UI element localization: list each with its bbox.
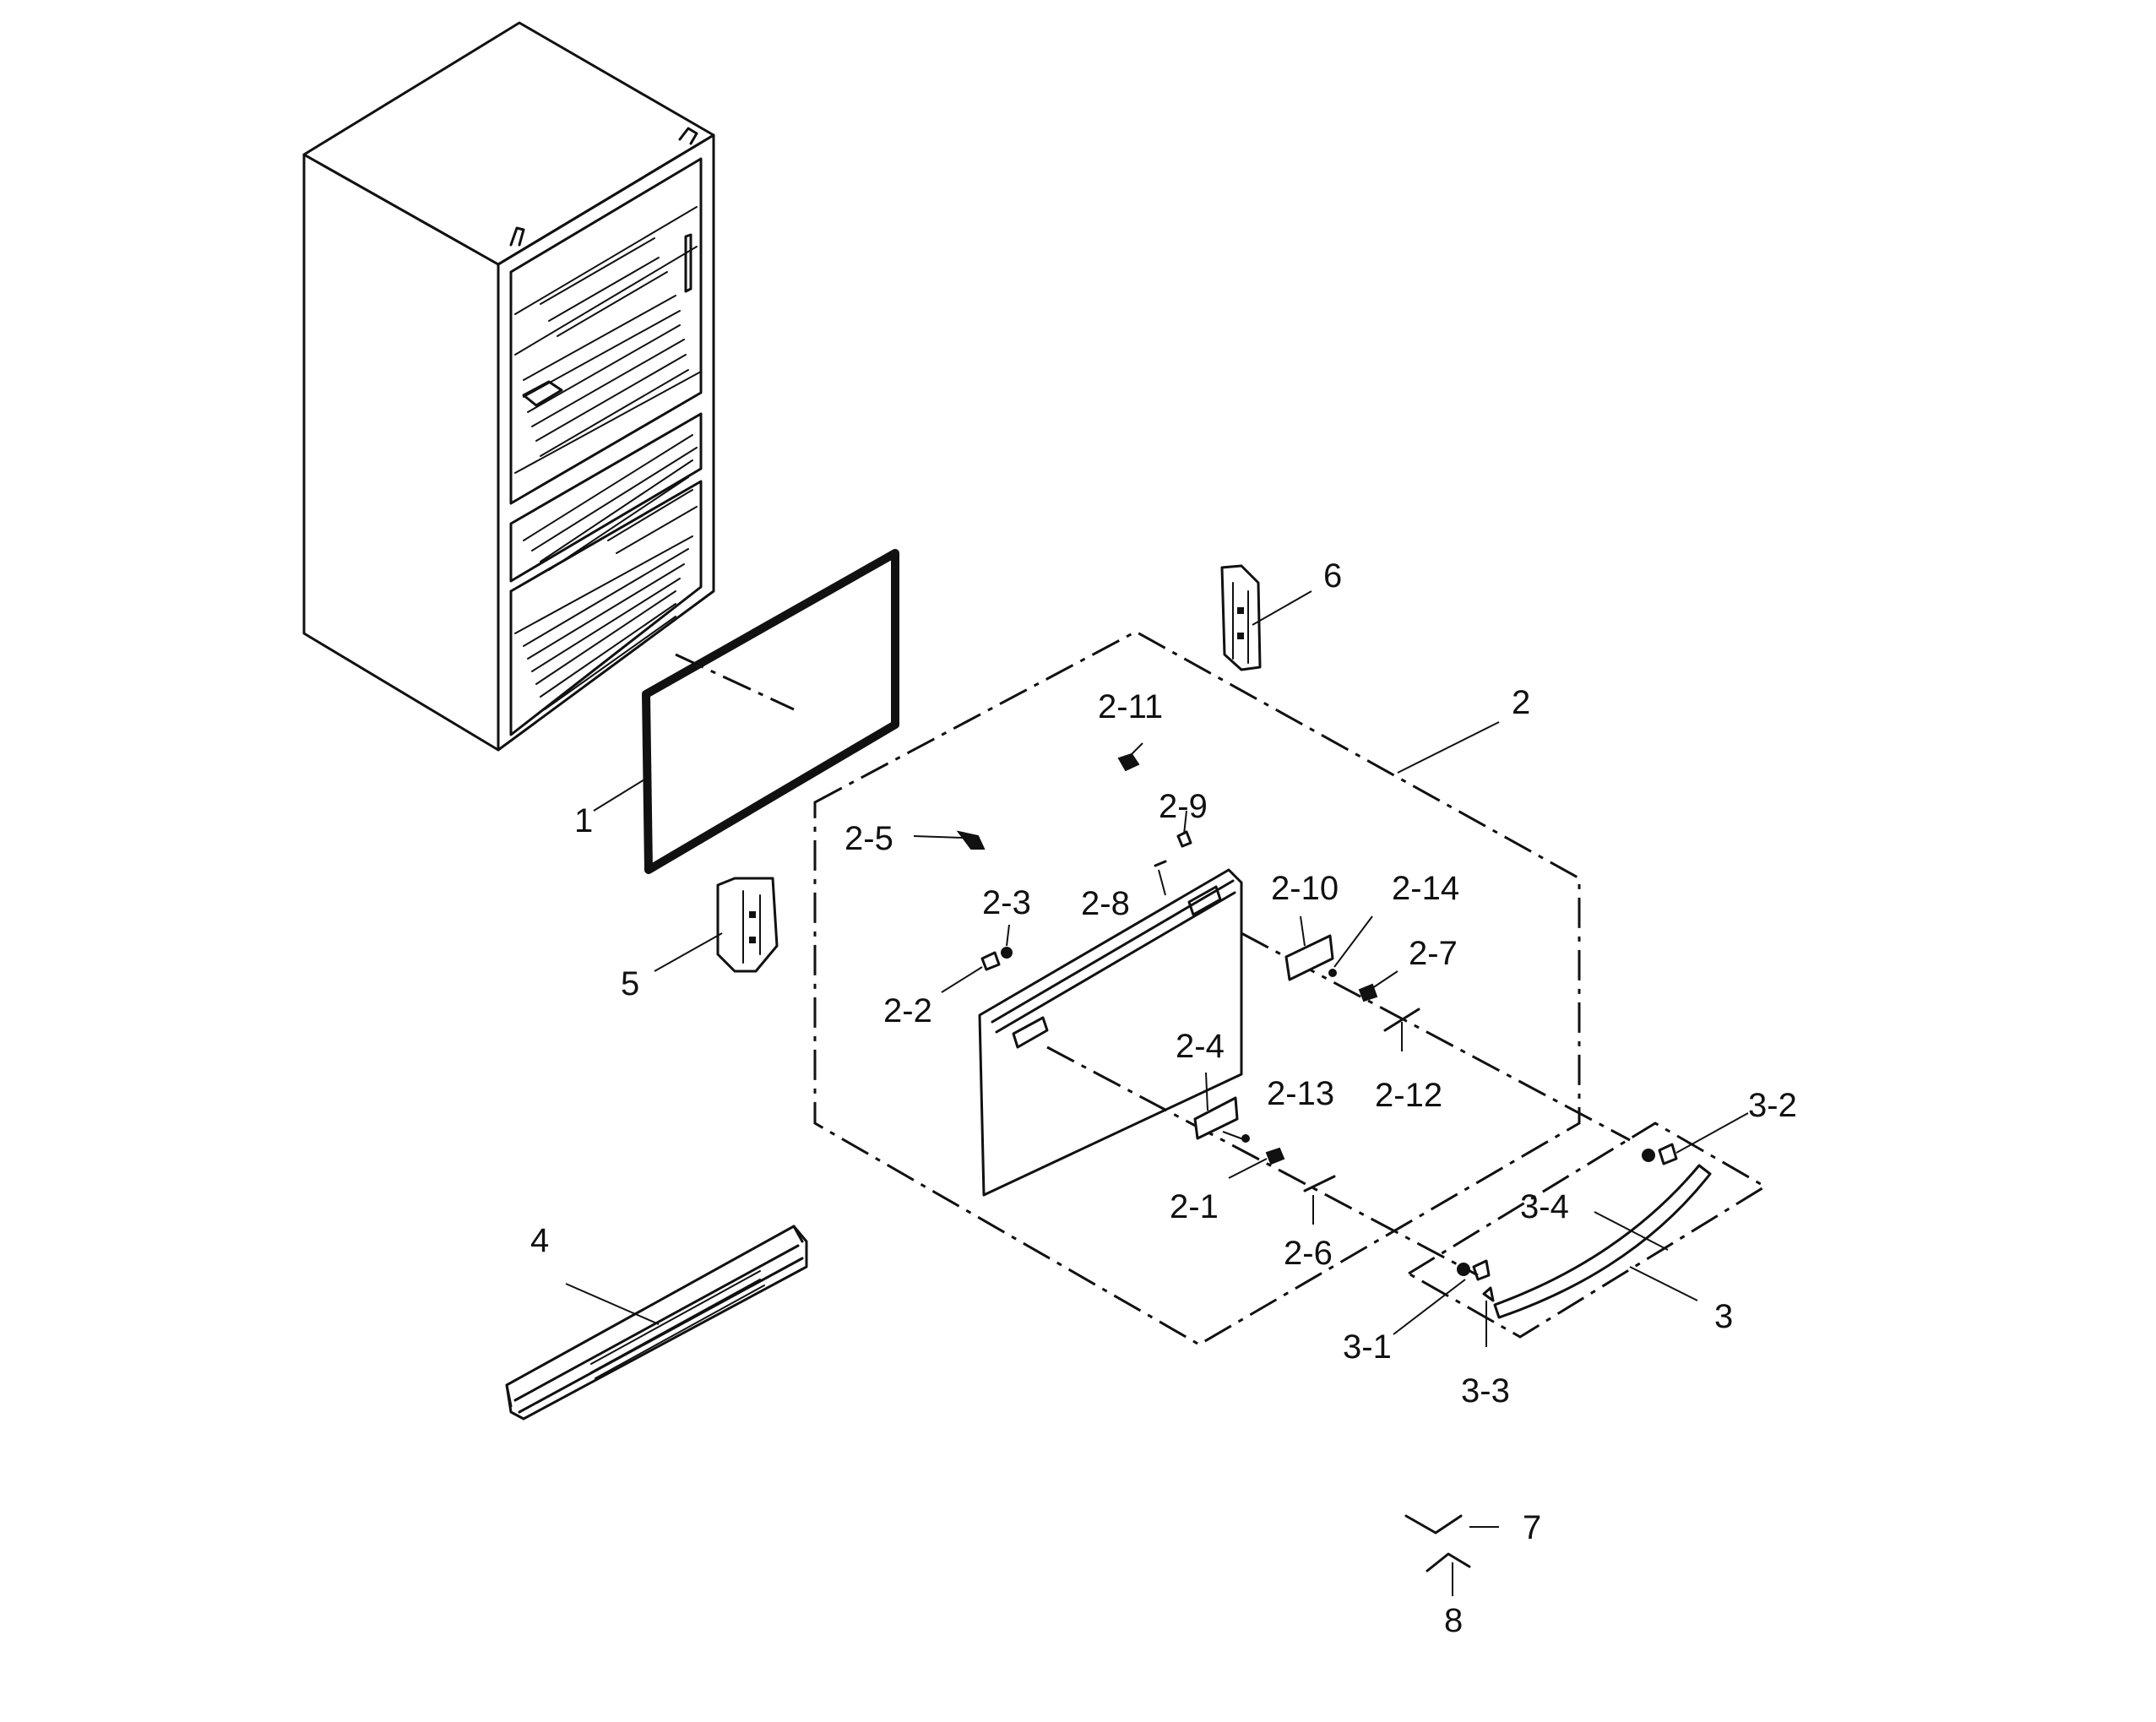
part-2-6-pin — [1303, 1175, 1336, 1192]
part-2-7-roller — [1358, 983, 1378, 1002]
label-2-12: 2-12 — [1375, 1077, 1442, 1114]
part-3-3-clip — [1482, 1286, 1495, 1302]
part-2-12-pin — [1383, 1008, 1420, 1032]
label-2-10: 2-10 — [1271, 870, 1339, 907]
label-2-13: 2-13 — [1267, 1075, 1334, 1112]
label-2-6: 2-6 — [1284, 1235, 1333, 1272]
leader-lines — [565, 590, 1749, 1596]
refrigerator-cabinet — [302, 21, 715, 752]
part-3-1-screw — [1457, 1263, 1470, 1276]
part-2-3-nut — [1001, 947, 1013, 959]
label-3-1: 3-1 — [1343, 1328, 1392, 1366]
label-2: 2 — [1512, 684, 1530, 721]
label-2-1: 2-1 — [1170, 1188, 1219, 1225]
label-2-2: 2-2 — [883, 992, 932, 1029]
label-8: 8 — [1444, 1602, 1463, 1639]
label-5: 5 — [621, 965, 639, 1002]
label-7: 7 — [1523, 1509, 1541, 1546]
part-3-2-screw — [1642, 1149, 1655, 1162]
part-8-clip — [1426, 1552, 1471, 1573]
part-3-2-cap — [1658, 1143, 1678, 1165]
part-2-2-roller — [980, 951, 1001, 971]
label-3-4: 3-4 — [1520, 1188, 1569, 1225]
label-2-5: 2-5 — [844, 820, 893, 857]
label-1: 1 — [574, 802, 593, 839]
label-3: 3 — [1714, 1298, 1733, 1335]
label-2-4: 2-4 — [1176, 1028, 1225, 1065]
part-3-1-cap — [1472, 1259, 1491, 1281]
part-3-handle-group — [1406, 1122, 1768, 1339]
part-2-11-clip — [1117, 752, 1140, 772]
part-2-4-bracket — [1193, 1096, 1239, 1140]
label-3-2: 3-2 — [1748, 1087, 1797, 1124]
label-3-3: 3-3 — [1461, 1372, 1510, 1410]
freezer-drawer-front — [978, 868, 1631, 1277]
part-2-assembly-outline — [813, 630, 1581, 1346]
part-labels: 1 2 2-1 2-2 2-3 2-4 2-5 2-6 2-7 2-8 2-9 … — [530, 557, 1797, 1639]
part-7-clip — [1404, 1514, 1463, 1535]
label-2-14: 2-14 — [1392, 870, 1459, 907]
part-6-right-rail-bracket — [1220, 564, 1262, 671]
part-2-1-roller — [1265, 1147, 1285, 1165]
label-2-3: 2-3 — [982, 884, 1031, 921]
cabinet-shelf-lines — [514, 206, 702, 710]
part-2-8-pin — [1154, 860, 1167, 867]
drawer-hardware — [956, 752, 1420, 1192]
label-2-8: 2-8 — [1081, 885, 1130, 922]
label-6: 6 — [1323, 557, 1342, 595]
label-4: 4 — [530, 1222, 549, 1259]
part-1-door-gasket — [642, 549, 899, 874]
part-5-left-rail-bracket — [716, 877, 779, 973]
label-2-7: 2-7 — [1409, 935, 1458, 972]
part-2-5-stopper — [956, 830, 986, 850]
part-2-10-bracket — [1284, 934, 1334, 981]
label-2-11: 2-11 — [1098, 688, 1163, 725]
handle-bar — [1493, 1164, 1712, 1319]
label-2-9: 2-9 — [1159, 788, 1208, 825]
part-2-14-screw — [1328, 969, 1337, 977]
